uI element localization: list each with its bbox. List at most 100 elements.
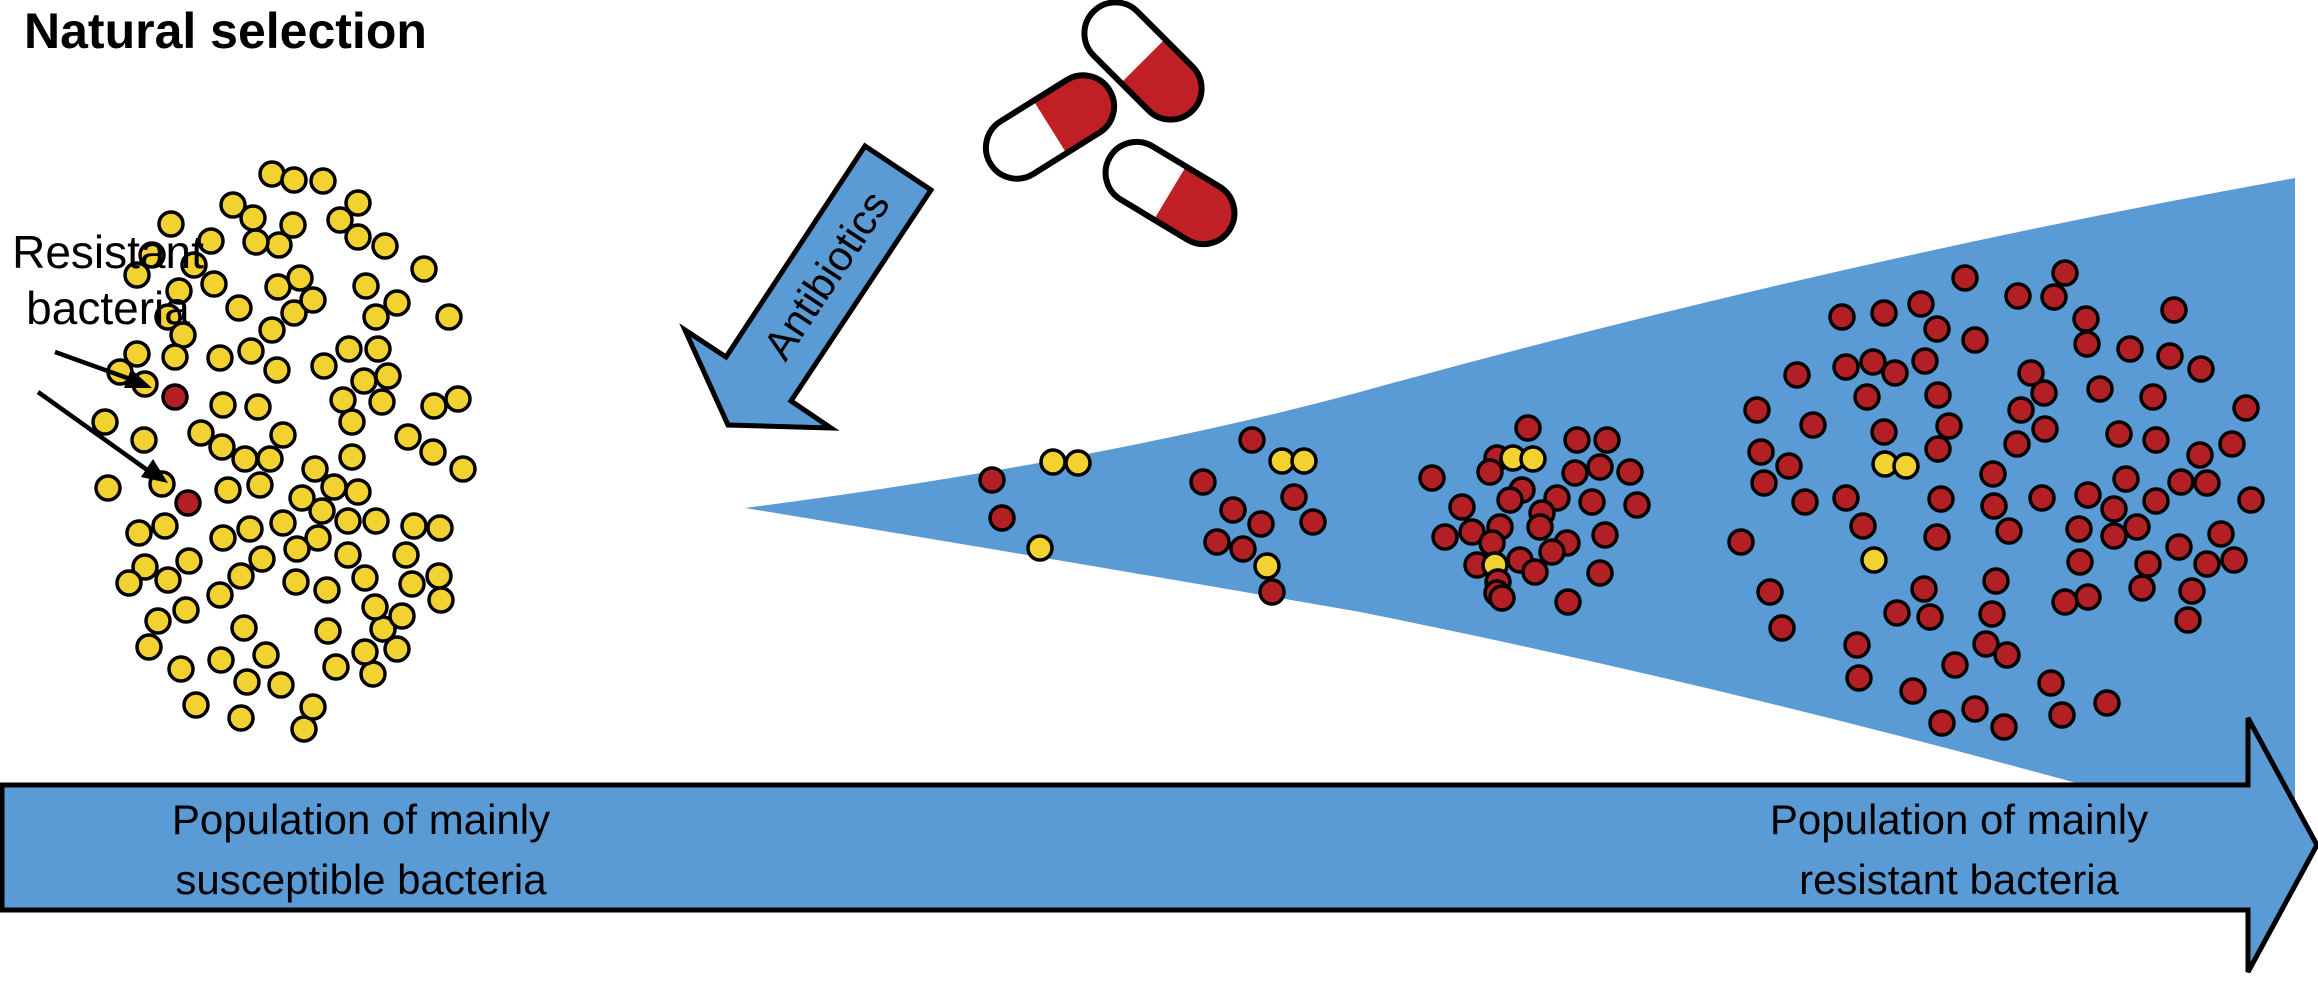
susceptible-bacterium-dot [125, 519, 153, 547]
resistant-bacterium-dot [1189, 468, 1217, 496]
resistant-bacterium-dot [2093, 689, 2121, 717]
resistant-bacterium-dot [1980, 492, 2008, 520]
resistant-bacterium-dot [2220, 546, 2248, 574]
resistant-bacterium-dot [2100, 495, 2128, 523]
resistant-bacterium-dot [1299, 508, 1327, 536]
susceptible-bacterium-dot [351, 564, 379, 592]
resistant-bacterium-dot [1526, 513, 1554, 541]
resistant-bacterium-dot [1478, 529, 1506, 557]
susceptible-bacterium-dot [286, 264, 314, 292]
susceptible-bacterium-dot [1290, 447, 1318, 475]
susceptible-bacterium-dot [157, 210, 185, 238]
susceptible-bacterium-dot [361, 593, 389, 621]
susceptible-bacterium-dot [1064, 449, 1092, 477]
resistant-bacterium-dot [2037, 669, 2065, 697]
susceptible-bacterium-dot [1519, 445, 1547, 473]
resistant-bacterium-dot [1578, 488, 1606, 516]
resistant-bacterium-dot [1280, 483, 1308, 511]
resistant-bacterium-dot [1203, 528, 1231, 556]
resistant-bacterium-dot [2100, 522, 2128, 550]
susceptible-bacterium-dot [130, 426, 158, 454]
resistant-bacterium-dot [1828, 303, 1856, 331]
susceptible-bacterium-dot [154, 566, 182, 594]
diagram-title: Natural selection [24, 3, 427, 59]
resistant-bacterium-dot [1923, 523, 1951, 551]
susceptible-bacterium-dot [364, 335, 392, 363]
susceptible-bacterium-dot [236, 515, 264, 543]
resistant-bacteria-label-line1: Resistant [12, 226, 204, 278]
resistant-bacterium-dot [2142, 426, 2170, 454]
susceptible-bacterium-dot [288, 484, 316, 512]
susceptible-bacterium-dot [335, 335, 363, 363]
resistant-bacterium-dot [1990, 713, 2018, 741]
susceptible-bacterium-dot [371, 232, 399, 260]
susceptible-bacterium-dot [239, 204, 267, 232]
resistant-bacterium-dot [2105, 420, 2133, 448]
resistant-bacterium-dot [161, 383, 189, 411]
resistant-bacterium-dot [2128, 574, 2156, 602]
resistant-bacterium-dot [1995, 517, 2023, 545]
resistant-bacterium-dot [1832, 484, 1860, 512]
susceptible-bacterium-dot [258, 316, 286, 344]
resistant-bacterium-dot [2086, 375, 2114, 403]
resistant-bacterium-dot [1431, 523, 1459, 551]
susceptible-bacterium-dot [248, 545, 276, 573]
antibiotic-capsule-icon [1102, 138, 1238, 248]
susceptible-bacterium-dot [209, 391, 237, 419]
resistant-bacterium-dot [1418, 464, 1446, 492]
resistant-bacterium-dot [1247, 510, 1275, 538]
susceptible-bacterium-dot [219, 191, 247, 219]
susceptible-bacterium-dot [225, 294, 253, 322]
resistant-bacterium-dot [2178, 577, 2206, 605]
susceptible-bacterium-dot [310, 352, 338, 380]
resistant-bacterium-dot [1591, 521, 1619, 549]
susceptible-bacterium-dot [383, 289, 411, 317]
susceptible-bacterium-dot [279, 211, 307, 239]
susceptible-bacterium-dot [1039, 448, 1067, 476]
susceptible-bacterium-dot [91, 408, 119, 436]
susceptible-bacterium-dot [242, 228, 270, 256]
susceptible-bacterium-dot [420, 392, 448, 420]
susceptible-bacterium-dot [449, 455, 477, 483]
susceptible-bacterium-dot [326, 206, 354, 234]
susceptible-bacterium-dot [206, 581, 234, 609]
susceptible-bacterium-dot [334, 507, 362, 535]
susceptible-bacterium-dot [1253, 552, 1281, 580]
antibiotics-arrow [679, 142, 935, 431]
resistant-bacterium-dot [2193, 469, 2221, 497]
resistant-bacterium-dot [2116, 335, 2144, 363]
resistant-bacterium-dot [2066, 548, 2094, 576]
susceptible-bacterium-dot [138, 241, 166, 269]
resistant-bacterium-dot [1993, 641, 2021, 669]
resistant-bacterium-dot [2139, 383, 2167, 411]
susceptible-bacterium-dot [123, 261, 151, 289]
resistant-bacterium-dot [1951, 264, 1979, 292]
resistant-bacterium-dot [2160, 296, 2188, 324]
susceptible-bacterium-dot [200, 270, 228, 298]
resistant-bacterium-dot [2030, 379, 2058, 407]
resistant-bacterium-dot [2028, 484, 2056, 512]
resistant-bacterium-dot [1488, 584, 1516, 612]
resistant-bacterium-dot [1727, 528, 1755, 556]
resistant-bacterium-dot [2051, 588, 2079, 616]
resistant-bacterium-dot [2237, 486, 2265, 514]
susceptible-bacterium-dot [206, 344, 234, 372]
susceptible-bacterium-dot [368, 388, 396, 416]
resistant-bacterium-dot [1941, 651, 1969, 679]
susceptible-bacterium-dot [338, 443, 366, 471]
resistant-bacterium-dot [2017, 359, 2045, 387]
resistant-bacterium-dot [1935, 412, 1963, 440]
susceptible-bacterium-dot [313, 576, 341, 604]
susceptible-bacterium-dot [172, 596, 200, 624]
resistant-bacterium-dot [2004, 282, 2032, 310]
susceptible-bacterium-dot [362, 303, 390, 331]
susceptible-bacterium-dot [388, 602, 416, 630]
resistant-bacterium-dot [1799, 411, 1827, 439]
susceptible-bacterium-dot [350, 367, 378, 395]
susceptible-bacterium-dot [299, 286, 327, 314]
susceptible-bacterium-dot [1026, 534, 1054, 562]
resistant-bacterium-dot [978, 466, 1006, 494]
susceptible-bacterium-dot [301, 455, 329, 483]
